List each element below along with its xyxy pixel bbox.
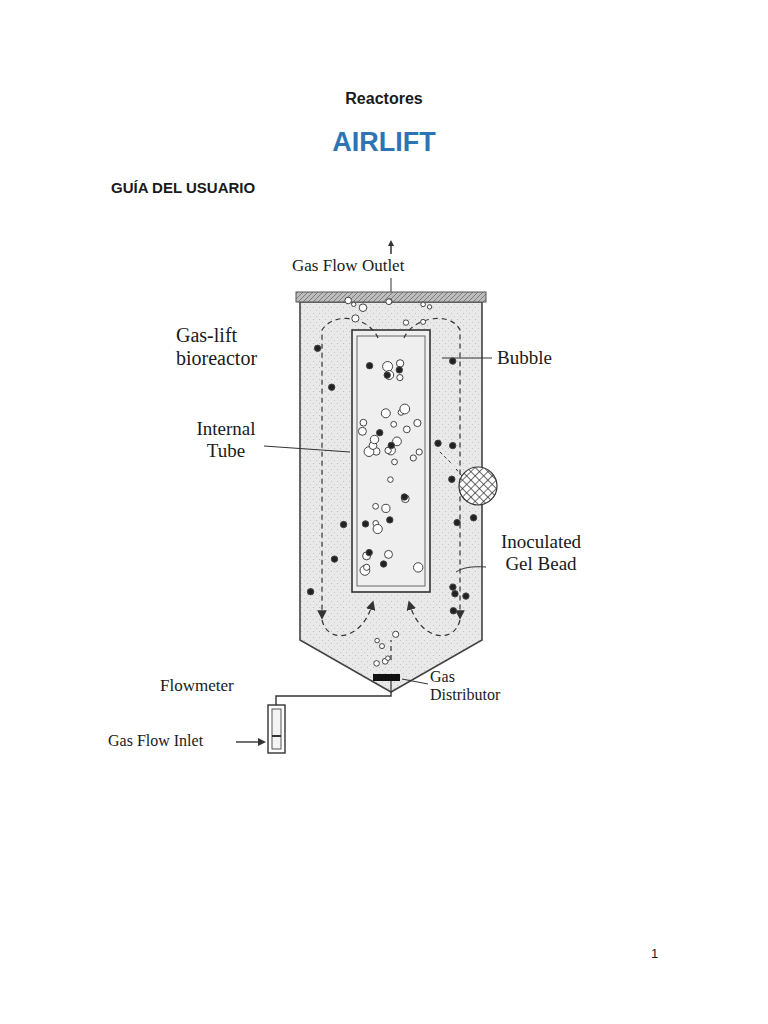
bubble — [414, 563, 423, 572]
distributor-feed — [390, 681, 391, 692]
gel-bead — [307, 589, 313, 595]
part-label: Internal Tube — [186, 418, 266, 462]
bubble — [403, 426, 410, 433]
bubble — [383, 362, 393, 372]
gas-pipe — [276, 692, 391, 705]
outlet-arrowhead — [388, 240, 394, 246]
bubble — [381, 409, 390, 418]
inlet-arrow — [236, 741, 260, 742]
bubble — [374, 661, 380, 667]
bubble — [400, 404, 410, 414]
bubble — [360, 419, 367, 426]
part-label: Bubble — [497, 347, 552, 369]
bubble — [352, 315, 359, 322]
bubble — [421, 302, 426, 307]
gel-bead — [377, 430, 383, 436]
gel-bead — [388, 442, 394, 448]
bubble — [358, 427, 366, 435]
circulation-path — [322, 318, 460, 660]
outlet-leader — [391, 278, 392, 292]
gel-bead — [380, 561, 386, 567]
part-label: Gas Flow Inlet — [108, 732, 203, 750]
flowmeter-body — [268, 705, 285, 753]
part-label: Flowmeter — [160, 676, 234, 696]
bubble — [391, 421, 397, 427]
bubble — [393, 631, 399, 637]
bubble — [427, 305, 431, 309]
part-label: Inoculated Gel Bead — [489, 531, 593, 575]
gel-bead — [450, 358, 456, 364]
bubble — [380, 644, 385, 649]
bubble — [387, 299, 393, 305]
gel-bead — [452, 591, 458, 597]
bubbles-and-beads — [307, 297, 476, 666]
bubble — [364, 564, 370, 570]
gas-distributor — [373, 674, 400, 681]
bubble — [385, 371, 394, 380]
bubble — [370, 435, 378, 443]
bubble — [421, 319, 426, 324]
gel-bead — [366, 363, 372, 369]
bubble — [382, 504, 390, 512]
gel-bead — [450, 442, 456, 448]
section-heading: GUÍA DEL USUARIO — [111, 179, 255, 196]
gel-bead — [331, 556, 337, 562]
gel-bead — [463, 593, 469, 599]
gel-bead — [384, 372, 390, 378]
gel-bead — [435, 440, 441, 446]
bubble — [385, 550, 393, 558]
bubble — [410, 455, 416, 461]
bubble — [352, 302, 356, 306]
page-title: AIRLIFT — [0, 127, 768, 158]
gel-bead — [470, 515, 476, 521]
bubble — [359, 304, 367, 312]
bubble — [345, 297, 352, 304]
bubble — [396, 360, 403, 367]
bubble — [373, 503, 379, 509]
gel-bead — [450, 608, 456, 614]
gel-bead — [340, 521, 346, 527]
internal-tube-inner-wall — [357, 336, 425, 586]
part-label: Gas Distributor — [430, 668, 522, 705]
bubble — [375, 638, 380, 643]
part-label: Gas-lift bioreactor — [176, 324, 300, 370]
inlet-arrowhead — [258, 738, 266, 746]
part-label: Gas Flow Outlet — [292, 256, 404, 276]
bubble — [386, 656, 391, 661]
flowmeter-float — [272, 735, 281, 737]
gel-bead — [449, 476, 455, 482]
bubble — [397, 375, 403, 381]
flowmeter-tube — [272, 709, 281, 749]
gel-bead — [387, 517, 393, 523]
page-header: Reactores — [0, 90, 768, 108]
gel-bead — [401, 494, 407, 500]
gel-bead — [450, 584, 456, 590]
internal-tube — [352, 330, 430, 592]
bubble — [373, 524, 382, 533]
gel-bead — [366, 549, 372, 555]
gel-bead — [396, 367, 402, 373]
bubble — [414, 419, 421, 426]
gel-bead — [454, 519, 460, 525]
gel-bead — [314, 345, 320, 351]
gel-bead — [362, 521, 368, 527]
gel-bead — [329, 384, 335, 390]
page-number: 1 — [651, 947, 658, 962]
bubble — [388, 477, 394, 483]
bubble — [416, 449, 422, 455]
bubble — [386, 299, 392, 305]
bubble — [392, 459, 398, 465]
bubble — [403, 320, 408, 325]
reactor-vessel — [300, 302, 482, 692]
magnified-gel-bead — [459, 467, 497, 505]
leader-lines — [264, 358, 492, 684]
